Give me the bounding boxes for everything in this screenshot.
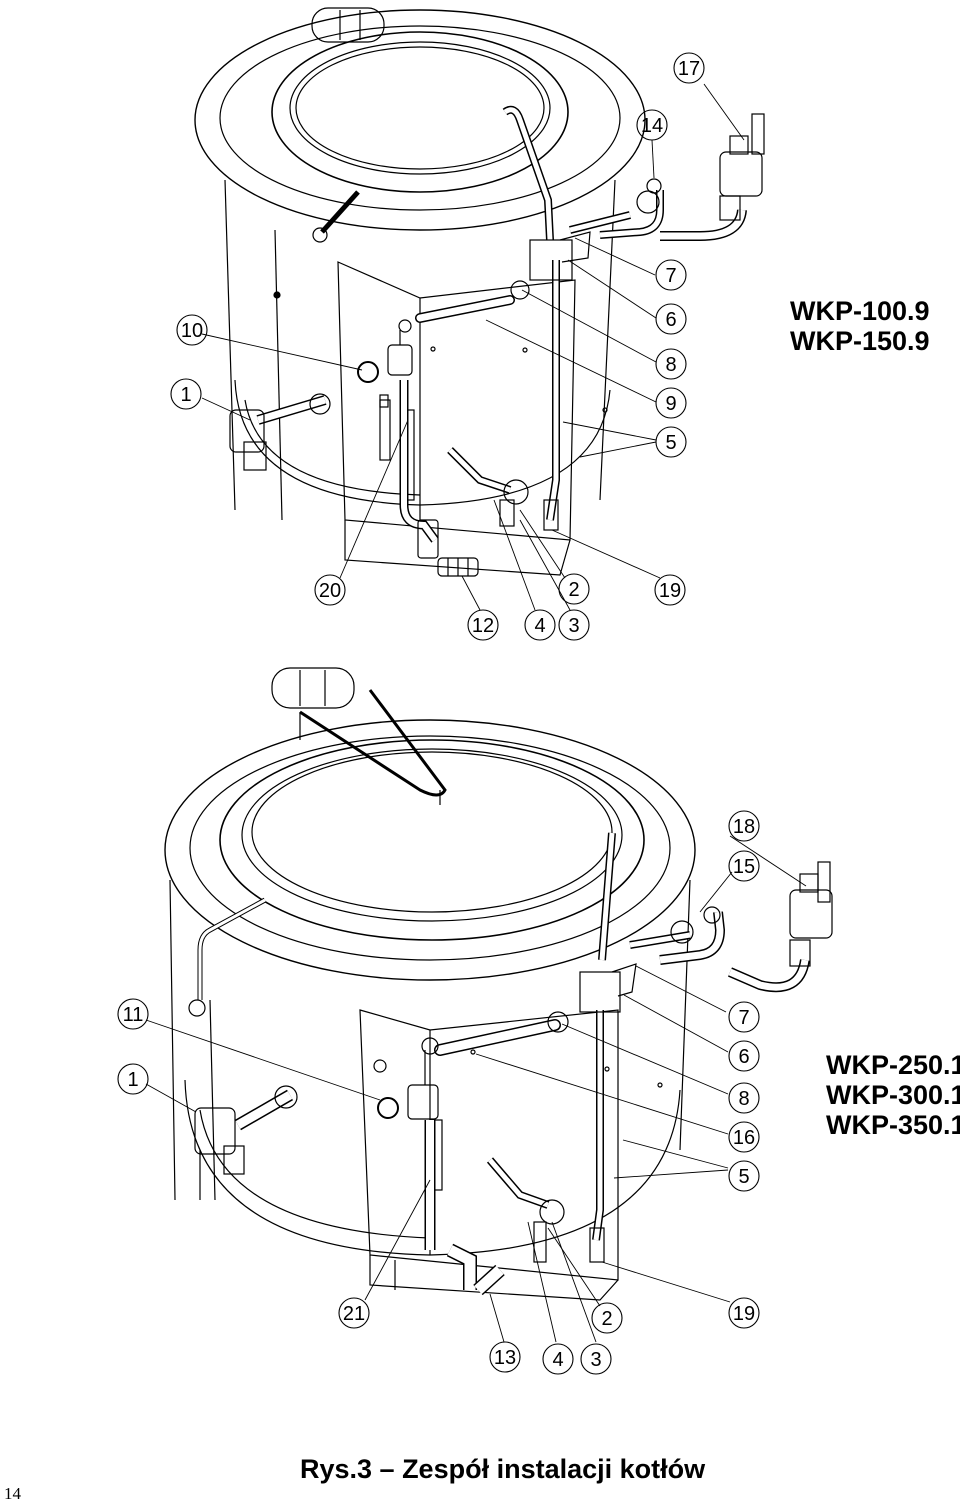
top-kettle-drawing xyxy=(194,7,765,577)
callout-number: 2 xyxy=(568,579,579,601)
callout-number: 16 xyxy=(733,1127,755,1149)
callout-number: 5 xyxy=(665,432,676,454)
model-label: WKP-350.1 xyxy=(826,1110,960,1140)
callout-number: 8 xyxy=(665,354,676,376)
callout-number: 8 xyxy=(738,1088,749,1110)
callout-number: 3 xyxy=(568,615,579,637)
top-model-list: WKP-100.9 WKP-150.9 xyxy=(790,296,930,356)
callout-number: 10 xyxy=(181,320,203,342)
callout-number: 6 xyxy=(665,309,676,331)
bottom-kettle-drawing xyxy=(164,667,833,1301)
callout-number: 19 xyxy=(659,580,681,602)
top-leader-lines xyxy=(201,83,745,611)
callout-number: 17 xyxy=(678,58,700,80)
top-callout-numbers: 17 14 7 6 10 8 1 9 5 20 2 19 12 4 3 xyxy=(180,58,700,637)
callout-number: 15 xyxy=(733,856,755,878)
model-label: WKP-100.9 xyxy=(790,296,930,326)
page-number: 14 xyxy=(4,1484,21,1503)
callout-number: 9 xyxy=(665,393,676,415)
callout-number: 1 xyxy=(127,1069,138,1091)
callout-number: 12 xyxy=(472,615,494,637)
callout-number: 18 xyxy=(733,816,755,838)
callout-number: 5 xyxy=(738,1166,749,1188)
bottom-callout-circles xyxy=(117,810,760,1375)
model-label: WKP-300.1 xyxy=(826,1080,960,1110)
callout-number: 21 xyxy=(343,1303,365,1325)
model-label: WKP-250.1 xyxy=(826,1050,960,1080)
callout-number: 20 xyxy=(319,580,341,602)
callout-number: 3 xyxy=(590,1349,601,1371)
bottom-leader-lines xyxy=(145,835,807,1343)
bottom-model-list: WKP-250.1 WKP-300.1 WKP-350.1 xyxy=(826,1050,960,1140)
callout-number: 11 xyxy=(123,1004,144,1026)
callout-number: 13 xyxy=(494,1347,516,1369)
callout-number: 4 xyxy=(552,1349,563,1371)
bottom-callout-numbers: 18 15 11 7 1 6 8 16 5 21 2 19 13 4 3 xyxy=(123,816,756,1371)
callout-number: 19 xyxy=(733,1303,755,1325)
callout-number: 7 xyxy=(738,1007,749,1029)
callout-number: 7 xyxy=(665,265,676,287)
model-label: WKP-150.9 xyxy=(790,326,930,356)
callout-number: 6 xyxy=(738,1046,749,1068)
top-callout-circles xyxy=(170,52,705,641)
callout-number: 4 xyxy=(534,615,545,637)
figure-caption: Rys.3 – Zespół instalacji kotłów xyxy=(300,1454,706,1484)
callout-number: 1 xyxy=(180,384,191,406)
callout-number: 2 xyxy=(601,1308,612,1330)
callout-number: 14 xyxy=(641,115,663,137)
